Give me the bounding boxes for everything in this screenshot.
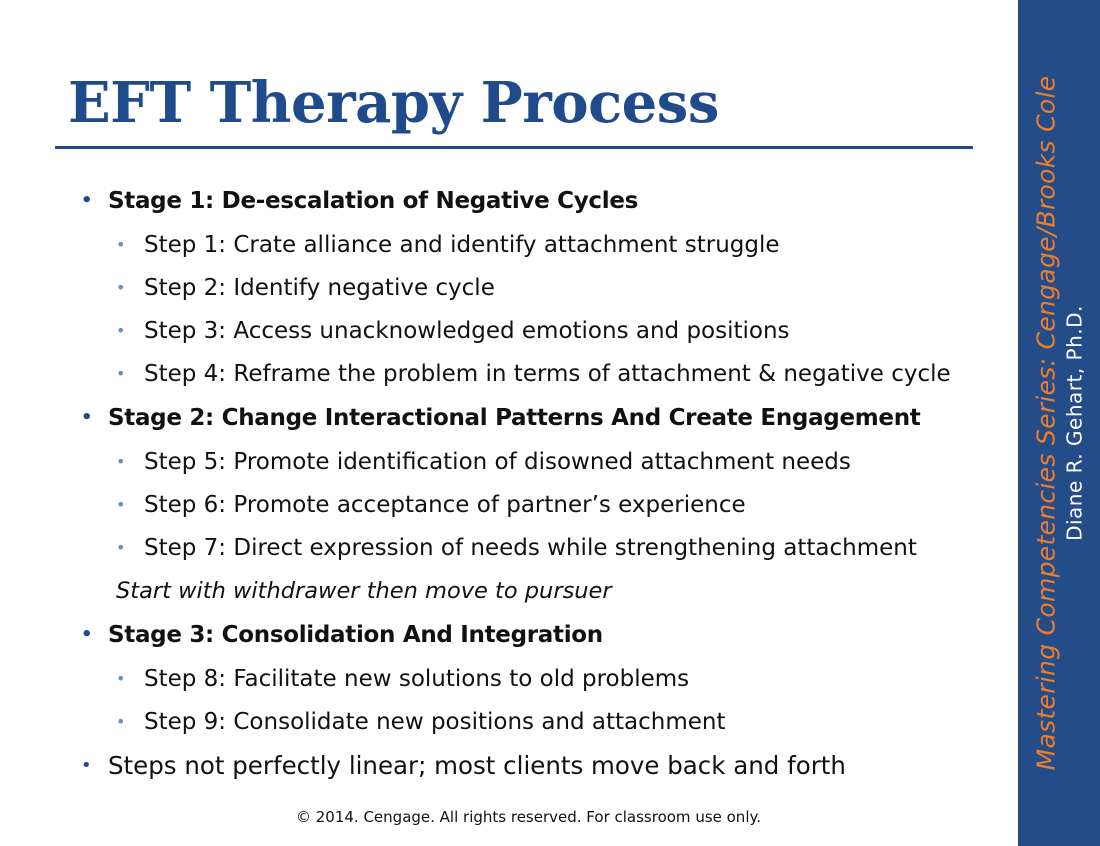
bullet-icon: • xyxy=(116,495,126,514)
step-5-item: • Step 5: Promote identification of diso… xyxy=(116,447,851,477)
step-3-item: • Step 3: Access unacknowledged emotions… xyxy=(116,316,790,346)
sidebar-text-block: Mastering Competencies Series: Cengage/B… xyxy=(1032,43,1087,803)
bullet-icon: • xyxy=(116,321,126,340)
step-9-item: • Step 9: Consolidate new positions and … xyxy=(116,707,726,737)
stage-2-note: Start with withdrawer then move to pursu… xyxy=(116,576,612,606)
bullet-icon: • xyxy=(81,407,93,428)
list-item-text: Stage 1: De-escalation of Negative Cycle… xyxy=(108,188,639,214)
title-underline xyxy=(55,146,973,149)
copyright-footer: © 2014. Cengage. All rights reserved. Fo… xyxy=(295,808,761,826)
note-text: Start with withdrawer then move to pursu… xyxy=(116,578,612,604)
list-item-text: Step 8: Facilitate new solutions to old … xyxy=(144,666,690,692)
bullet-icon: • xyxy=(116,712,126,731)
slide-title: EFT Therapy Process xyxy=(68,70,719,136)
bullet-icon: • xyxy=(116,364,126,383)
bullet-icon: • xyxy=(81,755,92,776)
stage-1-heading: • Stage 1: De-escalation of Negative Cyc… xyxy=(81,186,639,216)
series-title: Mastering Competencies Series: Cengage/B… xyxy=(1031,75,1061,771)
list-item-text: Step 4: Reframe the problem in terms of … xyxy=(144,361,951,387)
list-item-text: Step 9: Consolidate new positions and at… xyxy=(144,709,726,735)
list-item-text: Step 6: Promote acceptance of partner’s … xyxy=(144,492,746,518)
step-4-item: • Step 4: Reframe the problem in terms o… xyxy=(116,359,951,389)
bullet-icon: • xyxy=(81,190,93,211)
step-2-item: • Step 2: Identify negative cycle xyxy=(116,273,495,303)
bullet-icon: • xyxy=(116,538,126,557)
step-1-item: • Step 1: Crate alliance and identify at… xyxy=(116,230,780,260)
list-item-text: Steps not perfectly linear; most clients… xyxy=(108,751,846,780)
bullet-icon: • xyxy=(116,669,126,688)
list-item-text: Step 5: Promote identification of disown… xyxy=(144,449,851,475)
bullet-icon: • xyxy=(116,235,126,254)
author-name: Diane R. Gehart, Ph.D. xyxy=(1062,305,1087,541)
bullet-icon: • xyxy=(81,624,93,645)
stage-2-heading: • Stage 2: Change Interactional Patterns… xyxy=(81,403,921,433)
series-sidebar: Mastering Competencies Series: Cengage/B… xyxy=(1018,0,1100,846)
linearity-item: • Steps not perfectly linear; most clien… xyxy=(81,751,846,781)
stage-3-heading: • Stage 3: Consolidation And Integration xyxy=(81,620,603,650)
step-6-item: • Step 6: Promote acceptance of partner’… xyxy=(116,490,746,520)
list-item-text: Stage 3: Consolidation And Integration xyxy=(108,622,603,648)
list-item-text: Step 3: Access unacknowledged emotions a… xyxy=(144,318,790,344)
bullet-icon: • xyxy=(116,278,126,297)
bullet-icon: • xyxy=(116,452,126,471)
list-item-text: Step 2: Identify negative cycle xyxy=(144,275,495,301)
list-item-text: Step 7: Direct expression of needs while… xyxy=(144,535,917,561)
step-8-item: • Step 8: Facilitate new solutions to ol… xyxy=(116,664,690,694)
step-7-item: • Step 7: Direct expression of needs whi… xyxy=(116,533,917,563)
list-item-text: Step 1: Crate alliance and identify atta… xyxy=(144,232,780,258)
list-item-text: Stage 2: Change Interactional Patterns A… xyxy=(108,405,921,431)
